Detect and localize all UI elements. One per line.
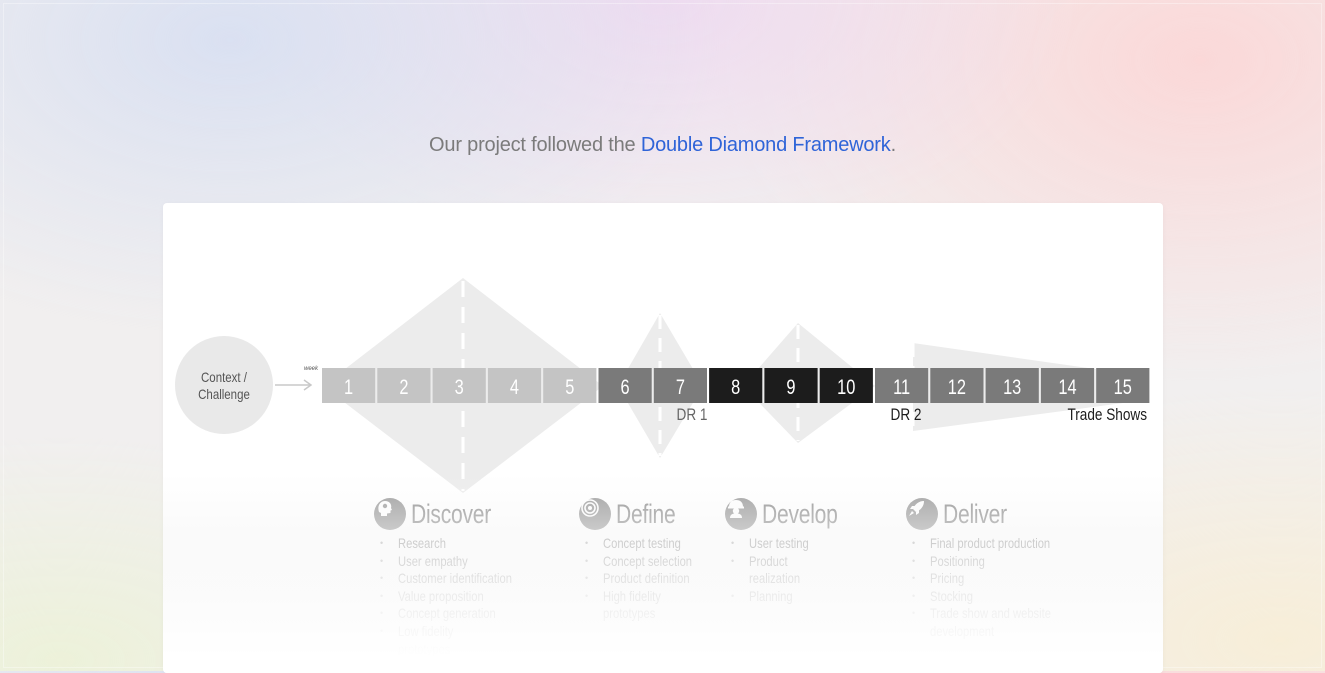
list-item: Planning [725,588,859,606]
week-cell [598,368,652,403]
week-cell [322,368,376,403]
list-item: Trade show and website [906,605,1081,623]
week-cell [819,368,873,403]
list-item: Stocking [906,588,1081,606]
week-cell [487,368,542,403]
deliver-list: Final product production Positioning Pri… [906,535,1081,641]
list-item: prototypes [603,605,656,622]
week-cell [875,368,929,403]
week-number: 7 [676,375,685,398]
list-item: Research [374,535,540,553]
list-item: Value proposition [374,588,540,606]
week-number: 8 [731,375,740,398]
headline-prefix: Our project followed the [429,134,641,156]
phase-discover: Discover Research User empathy Customer … [374,497,540,658]
week-number: 11 [893,375,910,398]
list-item: prototypes [398,640,451,657]
week-label: week [304,366,319,372]
week-number: 4 [510,375,519,398]
list-item: Concept testing [579,535,714,553]
week-number: 5 [565,375,574,398]
list-item: High fidelity [579,588,714,606]
headline-suffix: . [890,134,897,156]
list-item: development [930,622,995,639]
phase-define: Define Concept testing Concept selection… [579,497,714,623]
week-number: 9 [786,375,795,398]
list-item: Product [725,553,859,571]
list-item: Positioning [906,553,1081,571]
week-cell [764,368,818,403]
week-cell [930,368,984,403]
develop-list: User testing Product realization Plannin… [725,535,859,605]
discover-list: Research User empathy Customer identific… [374,535,540,658]
week-number: 1 [344,375,353,398]
week-cell [432,368,486,403]
week-cell [1040,368,1095,403]
week-number: 14 [1058,375,1076,398]
phase-title-deliver: Deliver [943,498,1007,529]
list-item: Concept selection [579,553,714,571]
framework-link[interactable]: Double Diamond Framework [640,134,891,156]
list-item: User empathy [374,553,540,571]
list-item: Concept generation [374,605,540,623]
week-number: 12 [948,375,966,398]
target-icon [579,498,611,530]
milestone-trade-shows: Trade Shows [1067,406,1147,425]
week-number: 6 [621,375,630,398]
milestone-dr1: DR 1 [677,406,708,425]
worker-icon [725,498,757,530]
head-icon [374,498,406,530]
context-arrow-head [303,379,313,391]
list-item: realization [749,570,801,587]
week-cell [543,368,597,403]
week-cell [377,368,431,403]
context-label-line1: Context / [201,369,247,385]
milestone-dr2: DR 2 [891,406,922,425]
intro-headline: Our project followed the Double Diamond … [0,134,1325,157]
context-label-line2: Challenge [198,386,250,402]
list-item: Pricing [906,570,1081,588]
list-item: Product definition [579,570,714,588]
rocket-icon [906,498,938,530]
define-list: Concept testing Concept selection Produc… [579,535,714,623]
list-item: Customer identification [374,570,540,588]
week-number: 13 [1003,375,1021,398]
week-number: 15 [1114,375,1132,398]
list-item: Low fidelity [374,623,540,641]
week-cell [985,368,1039,403]
phase-title-define: Define [616,498,676,529]
week-cell [709,368,763,403]
phase-title-develop: Develop [762,498,838,529]
week-number: 3 [455,375,464,398]
week-number: 2 [399,375,408,398]
week-number: 10 [837,375,855,398]
list-item: Final product production [906,535,1081,553]
phase-deliver: Deliver Final product production Positio… [906,497,1081,641]
week-cell [653,368,707,403]
context-circle [175,336,273,434]
list-item: User testing [725,535,859,553]
week-cell [1096,368,1150,403]
phase-title-discover: Discover [411,498,492,529]
phase-develop: Develop User testing Product realization… [725,497,859,605]
